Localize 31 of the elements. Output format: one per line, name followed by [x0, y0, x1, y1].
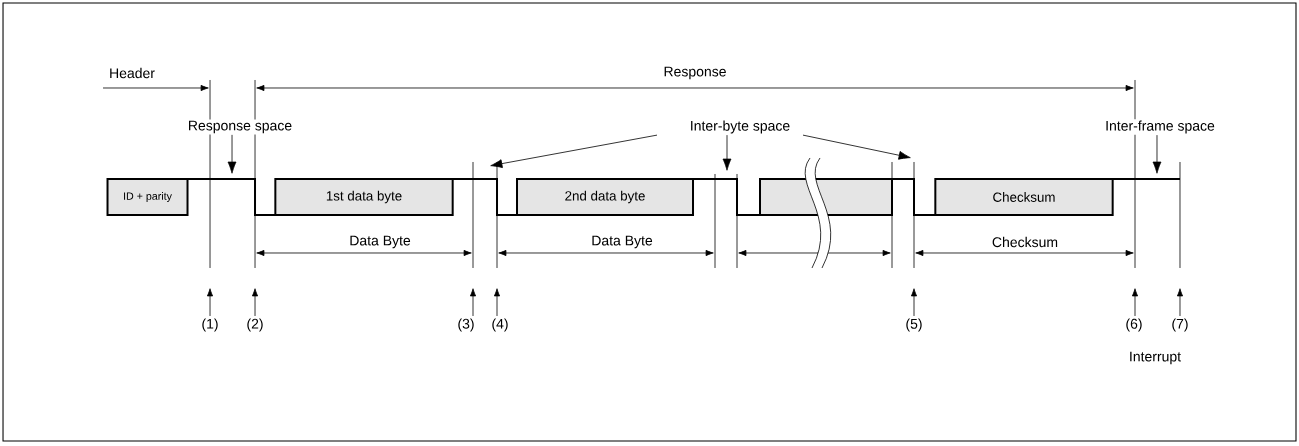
leader-arrow [227, 134, 237, 174]
callout-number: (6) [1124, 317, 1144, 333]
byte-box: ID + parity [106, 178, 189, 216]
callout-number: (2) [245, 317, 265, 333]
dimension-label: Header [107, 66, 157, 80]
byte-box: 1st data byte [274, 178, 454, 216]
callout-number: (3) [456, 317, 476, 333]
annotation-text: Inter-byte space [688, 119, 792, 135]
byte-box [759, 178, 893, 216]
dimension-label: Response [662, 65, 728, 81]
dimension-label: Data Byte [347, 234, 413, 250]
signal-line [891, 178, 937, 216]
note-text: Interrupt [1127, 350, 1183, 366]
leader-arrow [490, 134, 658, 168]
signal-line [451, 178, 518, 216]
signal-line [692, 178, 761, 216]
callout-number: (5) [904, 317, 924, 333]
callout-number: (4) [490, 317, 510, 333]
leader-arrow [722, 134, 732, 171]
callout-number: (1) [200, 317, 220, 333]
callout-number: (7) [1170, 317, 1190, 333]
dimension-label: Checksum [990, 235, 1060, 249]
leader-arrow [802, 134, 911, 160]
annotation-text: Response space [186, 119, 294, 135]
dimension-label: Data Byte [589, 234, 655, 250]
signal-line [186, 178, 277, 216]
signal-line [1111, 178, 1181, 180]
annotation-text: Inter-frame space [1103, 119, 1217, 135]
byte-box: Checksum [934, 178, 1114, 216]
leader-arrow [1152, 134, 1162, 174]
byte-box: 2nd data byte [516, 178, 694, 216]
